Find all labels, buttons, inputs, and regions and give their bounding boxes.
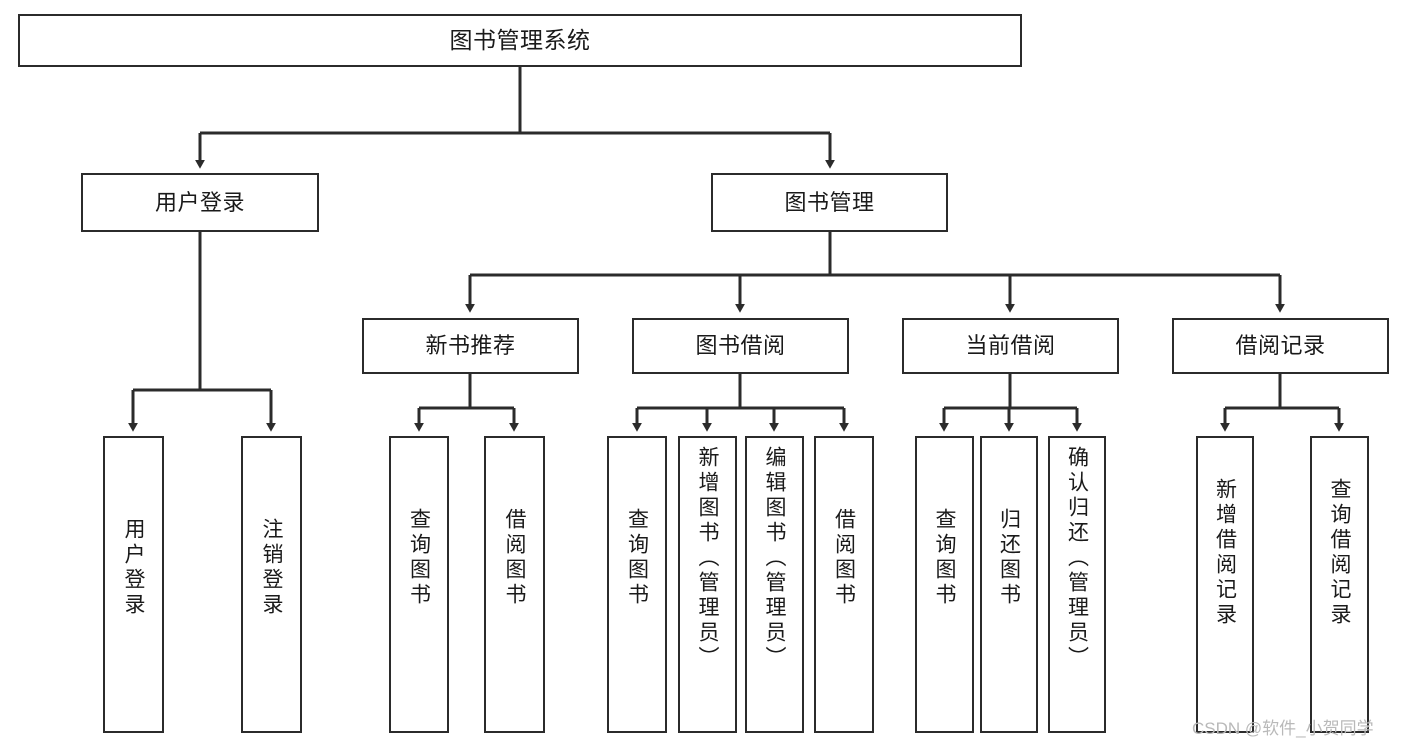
node-leaf-logout[interactable]: 注销登录 xyxy=(241,436,302,733)
node-leaf-user-login[interactable]: 用户登录 xyxy=(103,436,164,733)
node-leaf-add-book-admin-label: 新增图书（管理员） xyxy=(696,446,719,671)
node-borrow-record-label: 借阅记录 xyxy=(1235,333,1326,359)
node-leaf-edit-book-admin[interactable]: 编辑图书（管理员） xyxy=(745,436,804,733)
node-leaf-borrow-book-1-label: 借阅图书 xyxy=(503,508,526,608)
node-root-label: 图书管理系统 xyxy=(449,27,591,54)
node-book-manage-label: 图书管理 xyxy=(784,189,875,215)
node-new-book-recommend[interactable]: 新书推荐 xyxy=(362,318,579,374)
node-leaf-return-book[interactable]: 归还图书 xyxy=(980,436,1038,733)
node-leaf-query-borrow-record-label: 查询借阅记录 xyxy=(1328,478,1351,628)
node-leaf-query-book-2-label: 查询图书 xyxy=(625,508,649,608)
node-leaf-return-book-label: 归还图书 xyxy=(997,508,1021,608)
node-leaf-query-book-1[interactable]: 查询图书 xyxy=(389,436,449,733)
node-leaf-borrow-book-2[interactable]: 借阅图书 xyxy=(814,436,874,733)
node-leaf-confirm-return-admin-label: 确认归还（管理员） xyxy=(1065,446,1089,671)
node-leaf-query-book-2[interactable]: 查询图书 xyxy=(607,436,667,733)
node-user-login[interactable]: 用户登录 xyxy=(81,173,319,232)
node-root[interactable]: 图书管理系统 xyxy=(18,14,1022,67)
node-leaf-edit-book-admin-label: 编辑图书（管理员） xyxy=(763,446,786,671)
node-current-borrow[interactable]: 当前借阅 xyxy=(902,318,1119,374)
node-leaf-confirm-return-admin[interactable]: 确认归还（管理员） xyxy=(1048,436,1106,733)
node-leaf-borrow-book-2-label: 借阅图书 xyxy=(832,508,856,608)
node-current-borrow-label: 当前借阅 xyxy=(965,333,1056,359)
node-leaf-user-login-label: 用户登录 xyxy=(122,518,145,618)
node-leaf-query-borrow-record[interactable]: 查询借阅记录 xyxy=(1310,436,1369,733)
node-leaf-add-book-admin[interactable]: 新增图书（管理员） xyxy=(678,436,737,733)
node-book-borrow-label: 图书借阅 xyxy=(695,333,786,359)
node-leaf-add-borrow-record-label: 新增借阅记录 xyxy=(1213,478,1237,628)
node-user-login-label: 用户登录 xyxy=(154,189,245,215)
node-book-manage[interactable]: 图书管理 xyxy=(711,173,948,232)
node-borrow-record[interactable]: 借阅记录 xyxy=(1172,318,1389,374)
node-leaf-add-borrow-record[interactable]: 新增借阅记录 xyxy=(1196,436,1254,733)
node-leaf-query-book-1-label: 查询图书 xyxy=(407,508,431,608)
node-leaf-query-book-3-label: 查询图书 xyxy=(933,508,956,608)
node-new-book-recommend-label: 新书推荐 xyxy=(425,333,516,359)
node-book-borrow[interactable]: 图书借阅 xyxy=(632,318,849,374)
node-leaf-query-book-3[interactable]: 查询图书 xyxy=(915,436,974,733)
node-leaf-logout-label: 注销登录 xyxy=(260,518,283,618)
node-leaf-borrow-book-1[interactable]: 借阅图书 xyxy=(484,436,545,733)
